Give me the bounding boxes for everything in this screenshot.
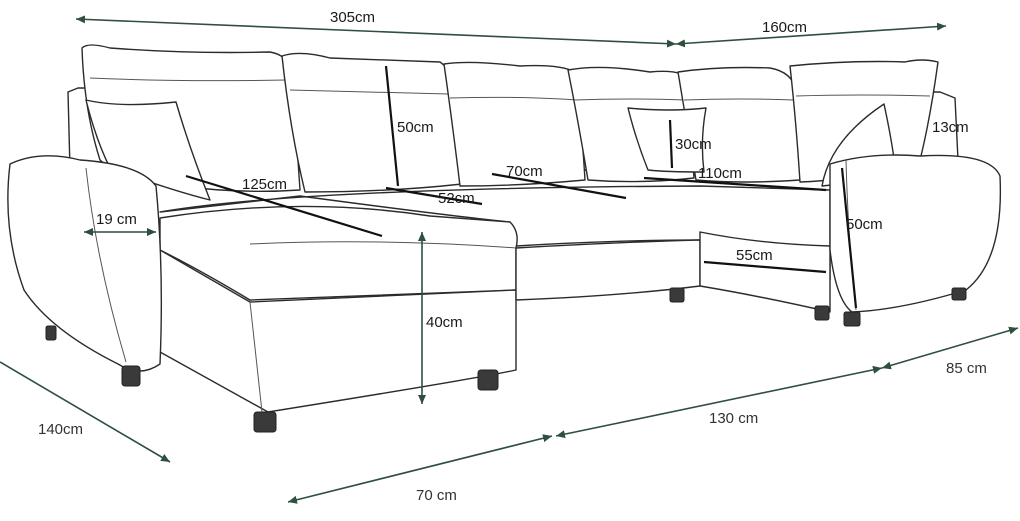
leg-3 — [253, 411, 277, 433]
label-front-left: 70 cm — [416, 487, 457, 504]
label-front-right: 85 cm — [946, 360, 987, 377]
dim-line-50-back — [384, 65, 400, 187]
leg-2 — [121, 365, 141, 387]
label-left-depth: 140cm — [38, 421, 83, 438]
label-right-total-height: 50cm — [846, 216, 883, 233]
dim-line-70 — [491, 172, 627, 200]
label-chaise-seat-length: 125cm — [242, 176, 287, 193]
label-armrest-width: 19 cm — [96, 211, 137, 228]
dim-line-125 — [185, 174, 383, 238]
dim-line-160 — [675, 22, 947, 48]
label-seat-depth-left: 52cm — [438, 190, 475, 207]
dim-line-55 — [703, 260, 827, 274]
dim-line-140 — [0, 361, 171, 463]
dim-line-30-pillow — [668, 119, 674, 169]
dim-line-305 — [75, 15, 677, 48]
chaise-seat — [159, 205, 518, 301]
throw-pillow-middle — [627, 107, 707, 173]
leg-4 — [477, 369, 499, 391]
dimension-lines — [0, 15, 1019, 504]
label-seat-depth-middle: 70cm — [506, 163, 543, 180]
leg-1 — [45, 325, 57, 341]
label-pillow-height: 30cm — [675, 136, 712, 153]
right-armrest — [829, 154, 1002, 313]
label-armrest-height: 13cm — [932, 119, 969, 136]
label-backrest-height: 50cm — [397, 119, 434, 136]
back-cushion-2 — [281, 52, 463, 193]
dim-line-110 — [643, 176, 827, 192]
label-right-width: 160cm — [762, 19, 807, 36]
leg-6 — [814, 305, 830, 321]
left-armrest — [7, 155, 163, 372]
dim-line-70-front — [287, 434, 553, 504]
label-total-width: 305cm — [330, 9, 375, 26]
dim-line-85 — [881, 326, 1019, 370]
dim-line-130 — [555, 365, 883, 439]
dim-line-52 — [385, 186, 483, 206]
right-base — [699, 231, 831, 313]
label-right-seat-depth: 55cm — [736, 247, 773, 264]
leg-5 — [669, 287, 685, 303]
label-front-middle: 130 cm — [709, 410, 758, 427]
sofa-illustration — [7, 44, 1002, 433]
dimension-labels: 305cm 160cm 50cm 30cm 13cm 125cm 52cm 70… — [38, 9, 987, 504]
leg-7 — [843, 311, 861, 327]
leg-8 — [951, 287, 967, 301]
chaise-base — [159, 249, 517, 413]
label-seat-height: 40cm — [426, 314, 463, 331]
dim-line-50-right — [840, 167, 858, 309]
label-right-seat-width: 110cm — [698, 165, 742, 182]
throw-pillow-left — [85, 99, 211, 201]
